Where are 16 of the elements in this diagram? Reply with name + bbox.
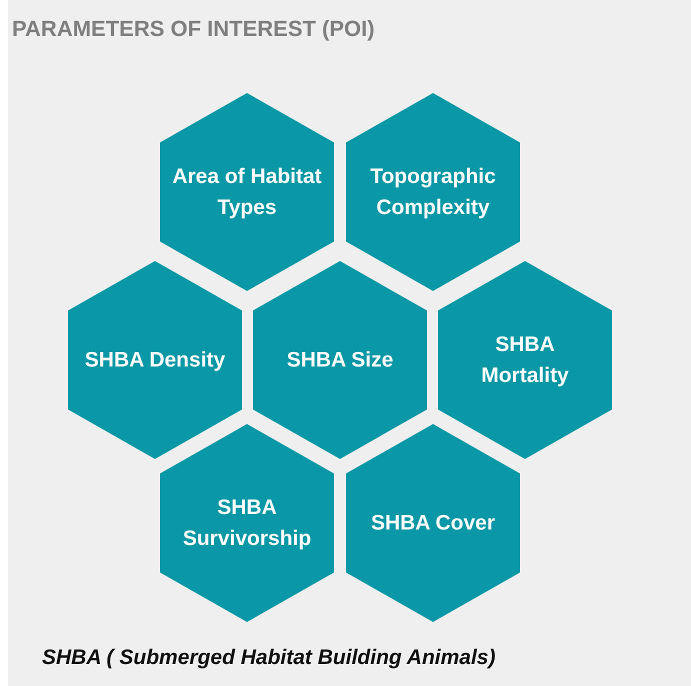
- hexagon-tile: [68, 261, 242, 459]
- hexagon-tile: [438, 261, 612, 459]
- hexagon-tile: [346, 93, 520, 291]
- caption: SHBA ( Submerged Habitat Building Animals): [42, 646, 496, 670]
- hexagon-tile: [346, 424, 520, 622]
- hexagon-label: SHBA Density: [84, 348, 226, 374]
- hexagon-label: SHBA Cover: [370, 510, 496, 536]
- hexagon-label: SHBA Mortality: [480, 332, 570, 389]
- hexagon-tile: [253, 261, 427, 459]
- hexagon-label: SHBA Survivorship: [182, 495, 312, 552]
- hexagon-label: Area of Habitat Types: [172, 164, 322, 221]
- hexagon-tile: [160, 424, 334, 622]
- hexagon-tile: [160, 93, 334, 291]
- hexagon-label: SHBA Size: [286, 348, 394, 374]
- hexagon-label: Topographic Complexity: [369, 164, 497, 221]
- diagram-title: PARAMETERS OF INTEREST (POI): [12, 16, 375, 42]
